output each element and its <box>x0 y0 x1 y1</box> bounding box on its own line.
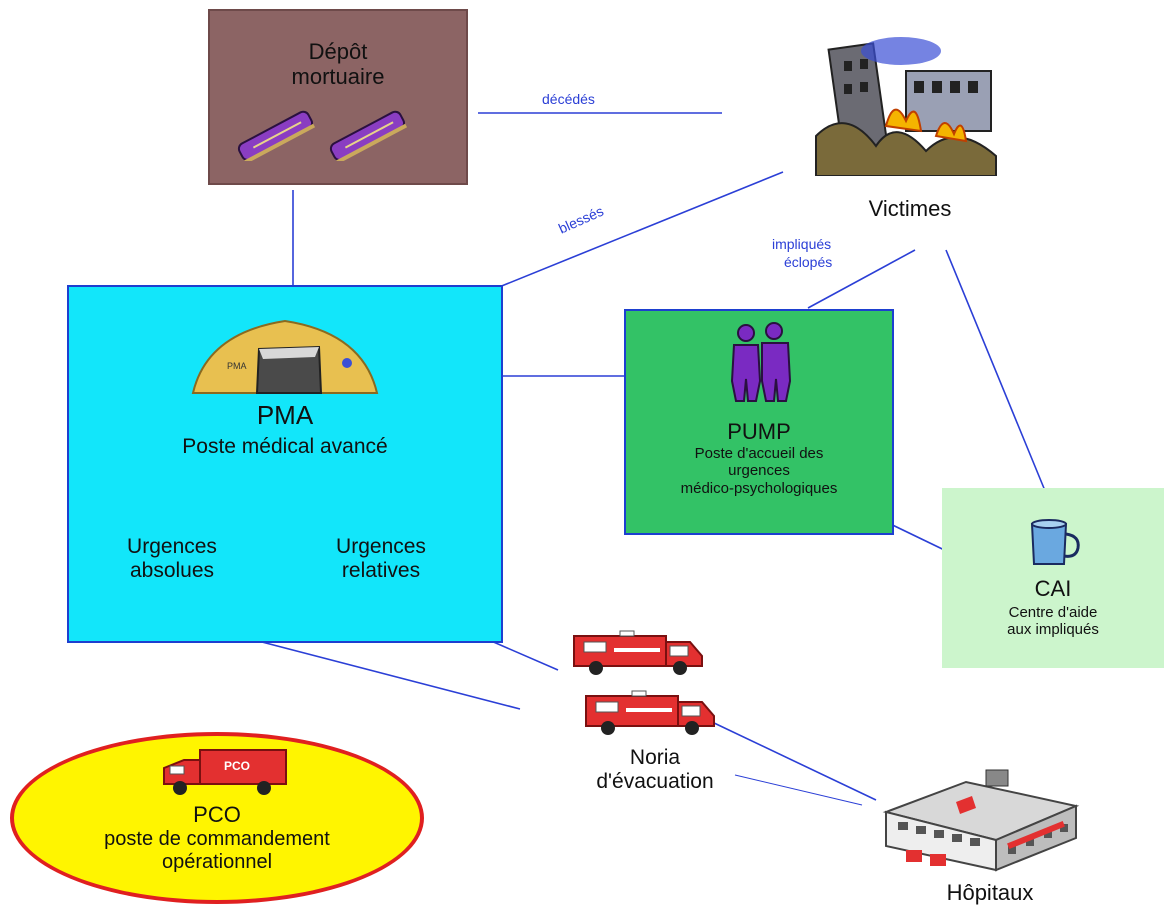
edge-label-eclopes: éclopés <box>784 254 833 270</box>
cai-line2: aux impliqués <box>1007 621 1099 639</box>
depot-line1: Dépôt <box>308 39 368 64</box>
pma-subtitle: Poste médical avancé <box>182 435 388 458</box>
depot-mortuaire-box: Dépôt mortuaire <box>208 9 468 185</box>
disaster-scene-icon <box>815 37 997 176</box>
pma-title: PMA <box>256 400 314 430</box>
ambulance-icon <box>573 630 703 675</box>
noria-line1: Noria <box>629 746 681 769</box>
tent-icon: PMA <box>191 319 379 394</box>
line-noria-hopitaux <box>734 774 863 806</box>
pump-box: PUMP Poste d'accueil des urgences médico… <box>624 309 894 535</box>
truck-text: PCO <box>224 759 250 773</box>
ur-line1: Urgences <box>336 535 426 558</box>
edge-label-decedes: décédés <box>542 91 595 107</box>
command-truck-icon: PCO <box>163 749 287 795</box>
pco-ellipse: PCO PCO poste de commandement opérationn… <box>10 732 424 904</box>
tent-text: PMA <box>227 361 247 371</box>
noria-line2: d'évacuation <box>596 770 714 794</box>
edge-label-impliques: impliqués <box>772 236 832 252</box>
line-victimes-cai <box>945 249 1049 499</box>
cai-box: CAI Centre d'aide aux impliqués <box>942 488 1164 668</box>
pco-description: poste de commandement opérationnel <box>14 828 420 874</box>
pump-line2: urgences <box>728 462 790 480</box>
pco-line1: poste de commandement <box>104 828 330 850</box>
pump-line3: médico-psychologiques <box>680 479 838 497</box>
hospital-icon <box>882 769 1080 872</box>
pump-line1: Poste d'accueil des <box>694 445 824 462</box>
pump-title: PUMP <box>727 419 791 444</box>
mug-icon <box>1030 519 1080 565</box>
line-ambulance-hopitaux <box>711 721 877 801</box>
people-icon <box>730 322 792 402</box>
line-victimes-pump <box>807 249 916 309</box>
ur-line2: relatives <box>341 559 421 583</box>
victimes-label: Victimes <box>868 196 952 221</box>
cai-title: CAI <box>1034 576 1072 601</box>
ambulance-icon <box>585 690 715 735</box>
noria-label: Noria d'évacuation <box>570 746 740 794</box>
depot-title: Dépôt mortuaire <box>210 39 466 90</box>
pump-description: Poste d'accueil des urgences médico-psyc… <box>626 445 892 497</box>
ua-line1: Urgences <box>127 535 217 558</box>
depot-line2: mortuaire <box>291 64 385 90</box>
hopitaux-label: Hôpitaux <box>946 880 1034 905</box>
ua-line2: absolues <box>129 559 215 583</box>
urgences-absolues: Urgences absolues <box>77 535 267 583</box>
cai-line1: Centre d'aide <box>1008 604 1098 621</box>
urgences-relatives: Urgences relatives <box>291 535 471 583</box>
body-bag-icon <box>237 110 316 161</box>
cai-description: Centre d'aide aux impliqués <box>942 604 1164 639</box>
pma-box: PMA PMA Poste médical avancé Urgences ab… <box>67 285 503 643</box>
body-bag-icon <box>329 110 408 161</box>
pco-title: PCO <box>193 802 241 827</box>
pco-line2: opérationnel <box>161 851 273 873</box>
